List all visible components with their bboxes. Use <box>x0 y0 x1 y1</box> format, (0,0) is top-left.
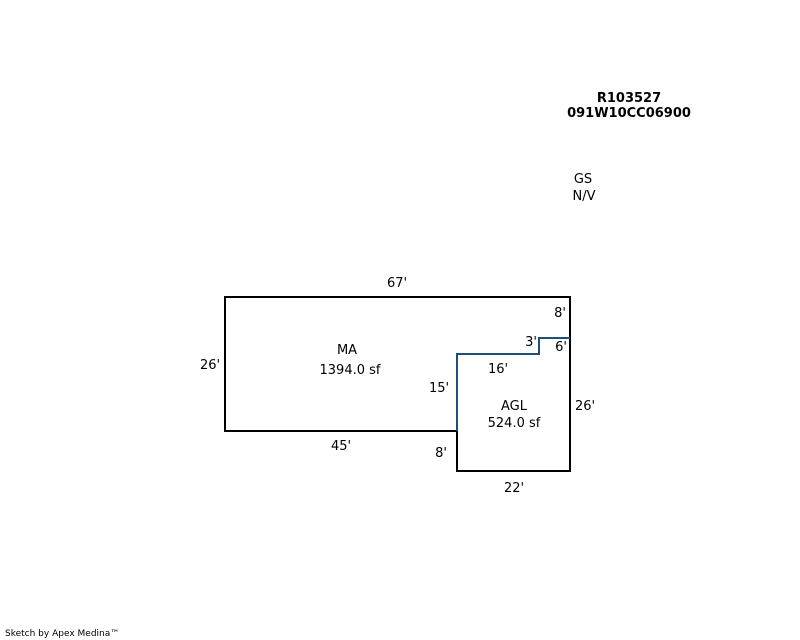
note-gs: GS <box>574 172 592 187</box>
dim-bottom-main: 45' <box>331 439 351 454</box>
main-area-code: MA <box>337 343 357 358</box>
garage-outline <box>456 338 571 472</box>
dim-garage-left-lower: 8' <box>435 446 447 461</box>
note-nv: N/V <box>573 189 596 204</box>
garage-area-size: 524.0 sf <box>488 416 541 431</box>
dim-garage-right: 26' <box>575 399 595 414</box>
dim-garage-top: 16' <box>488 362 508 377</box>
dim-notch-right: 6' <box>555 340 567 355</box>
dim-garage-bottom: 22' <box>504 481 524 496</box>
parcel-account-number: R103527 <box>597 91 661 106</box>
dim-garage-left: 15' <box>429 381 449 396</box>
main-area-size: 1394.0 sf <box>320 363 381 378</box>
dim-left: 26' <box>200 358 220 373</box>
dim-top: 67' <box>387 276 407 291</box>
parcel-map-tax-lot: 091W10CC06900 <box>567 106 691 121</box>
shared-wall <box>456 337 570 431</box>
dim-notch-top: 3' <box>525 335 537 350</box>
garage-area-code: AGL <box>501 399 528 414</box>
sketch-credit: Sketch by Apex Medina™ <box>5 629 119 639</box>
dim-right-upper: 8' <box>554 306 566 321</box>
